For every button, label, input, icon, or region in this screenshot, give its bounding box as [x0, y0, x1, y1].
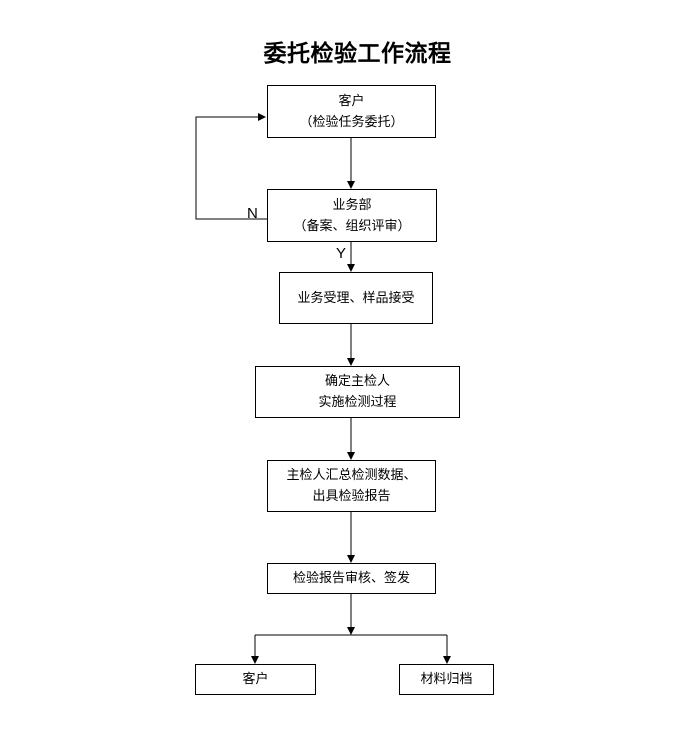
- node-summary-line2: 出具检验报告: [312, 489, 391, 504]
- node-summary-line1: 主检人汇总检测数据、: [286, 468, 417, 483]
- arrow-reject-loop: [195, 113, 267, 220]
- node-inspector: 确定主检人 实施检测过程: [255, 366, 460, 418]
- node-client-bottom-line1: 客户: [242, 672, 269, 687]
- edge-label-no: N: [247, 205, 258, 222]
- node-client-bottom: 客户: [195, 664, 316, 695]
- node-business-dept-line1: 业务部: [332, 197, 372, 213]
- node-business-dept-line2: （备案、组织评审）: [293, 218, 411, 234]
- node-review: 检验报告审核、签发: [267, 563, 436, 594]
- node-client-top: 客户 （检验任务委托）: [267, 85, 436, 138]
- node-inspector-line2: 实施检测过程: [318, 395, 397, 410]
- node-archive-line1: 材料归档: [420, 672, 473, 687]
- node-client-top-line2: （检验任务委托）: [299, 114, 404, 130]
- node-summary: 主检人汇总检测数据、 出具检验报告: [267, 460, 436, 512]
- node-acceptance-line1: 业务受理、样品接受: [297, 290, 415, 306]
- node-client-top-line1: 客户: [338, 93, 365, 109]
- node-archive: 材料归档: [399, 664, 494, 695]
- page-title: 委托检验工作流程: [263, 41, 452, 67]
- node-inspector-line1: 确定主检人: [324, 374, 390, 389]
- node-review-line1: 检验报告审核、签发: [292, 571, 410, 586]
- edge-label-yes: Y: [336, 245, 347, 262]
- node-business-dept: 业务部 （备案、组织评审）: [267, 189, 437, 242]
- node-acceptance: 业务受理、样品接受: [279, 272, 433, 324]
